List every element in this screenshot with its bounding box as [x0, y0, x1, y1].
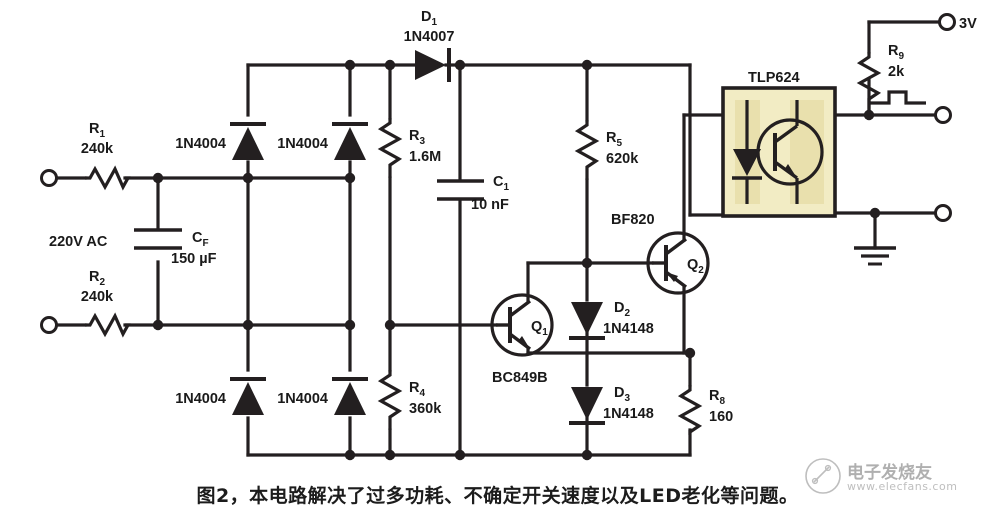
bridge-top-left-label: 1N4004 [175, 136, 226, 152]
d1-value: 1N4007 [404, 29, 455, 45]
d2-ref: D2 [614, 300, 630, 319]
resistor-r4: R4 360k [377, 370, 442, 430]
diode-d1: D1 1N4007 [404, 9, 455, 82]
r5-ref: R5 [606, 130, 622, 149]
ac-source-label: 220V AC [49, 234, 108, 250]
c1-ref: C1 [493, 174, 509, 193]
d3-ref: D3 [614, 385, 630, 404]
q1-value: BC849B [492, 370, 548, 386]
cf-ref: CF [192, 230, 209, 249]
bridge-top-right-label: 1N4004 [277, 136, 328, 152]
c1-value: 10 nF [471, 197, 509, 213]
transistor-q1: Q1 BC849B [490, 293, 554, 386]
r1-value: 240k [81, 141, 114, 157]
d3-value: 1N4148 [603, 406, 654, 422]
diode-d2: D2 1N4148 [569, 300, 654, 340]
pulse-waveform-icon [869, 90, 926, 105]
resistor-r8: R8 160 [677, 385, 733, 435]
r4-ref: R4 [409, 380, 425, 399]
ground-icon [854, 246, 896, 266]
transistor-q2: Q2 BF820 [611, 212, 710, 295]
r8-ref: R8 [709, 388, 725, 407]
ac-terminal-top[interactable] [40, 169, 58, 187]
q1-ref: Q1 [531, 319, 548, 338]
schematic-canvas: R1 240k R2 240k 220V AC CF 150 µF 1N4004 [40, 9, 977, 461]
resistor-r2: R2 240k [81, 269, 131, 338]
figure-caption: 图2，本电路解决了过多功耗、不确定开关速度以及LED老化等问题。 [196, 485, 799, 507]
capacitor-cf: CF 150 µF [134, 228, 217, 267]
capacitor-c1: C1 10 nF [437, 174, 509, 213]
r3-value: 1.6M [409, 149, 441, 165]
ac-terminal-bottom[interactable] [40, 316, 58, 334]
resistor-r1: R1 240k [81, 121, 131, 191]
resistor-r3: R3 1.6M [377, 118, 441, 178]
r9-value: 2k [888, 64, 905, 80]
r1-ref: R1 [89, 121, 105, 140]
r3-ref: R3 [409, 128, 425, 147]
optocoupler-tlp624: TLP624 [721, 70, 837, 218]
optocoupler-label: TLP624 [748, 70, 800, 86]
r2-value: 240k [81, 289, 114, 305]
r4-value: 360k [409, 401, 442, 417]
r5-value: 620k [606, 151, 639, 167]
cf-value: 150 µF [171, 251, 217, 267]
supply-3v-label: 3V [959, 16, 977, 32]
r9-ref: R9 [888, 43, 904, 62]
terminal-3v[interactable] [938, 13, 956, 31]
r2-ref: R2 [89, 269, 105, 288]
resistor-r5: R5 620k [574, 120, 639, 180]
diode-bridge-top-left: 1N4004 [175, 122, 266, 160]
d2-value: 1N4148 [603, 321, 654, 337]
wiring-layer [55, 20, 942, 457]
terminal-output-ground[interactable] [934, 204, 952, 222]
d1-ref: D1 [421, 9, 437, 28]
diode-bridge-bottom-left: 1N4004 [175, 377, 266, 415]
diode-d3: D3 1N4148 [569, 385, 654, 425]
q2-value: BF820 [611, 212, 655, 228]
r8-value: 160 [709, 409, 733, 425]
resistor-r9: R9 2k [856, 43, 905, 115]
bridge-bottom-left-label: 1N4004 [175, 391, 226, 407]
bridge-bottom-right-label: 1N4004 [277, 391, 328, 407]
diode-bridge-bottom-right: 1N4004 [277, 377, 368, 415]
diode-bridge-top-right: 1N4004 [277, 122, 368, 160]
q2-ref: Q2 [687, 257, 704, 276]
terminal-output-signal[interactable] [934, 106, 952, 124]
